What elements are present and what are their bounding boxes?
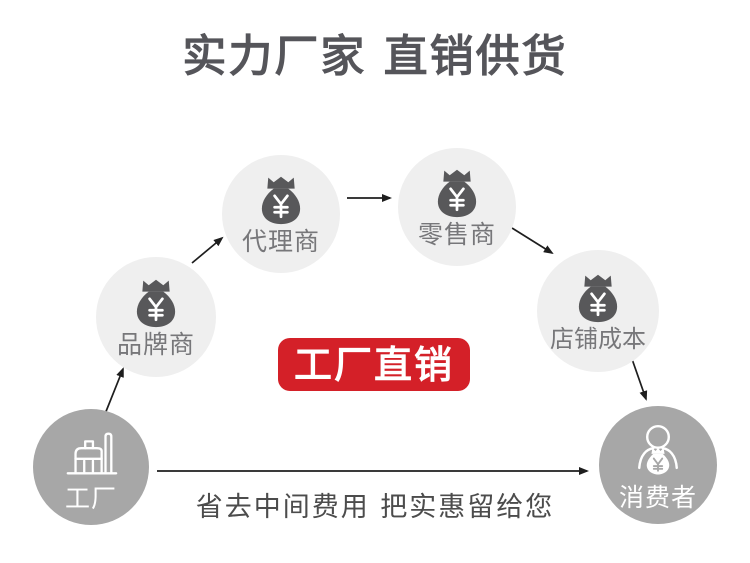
page-title: 实力厂家 直销供货 (182, 31, 568, 82)
node-store-cost: 店铺成本 (537, 250, 659, 372)
node-label: 零售商 (417, 220, 496, 249)
node-retailer: 零售商 (398, 148, 516, 266)
node-agent: 代理商 (222, 155, 340, 273)
node-brand-dealer: 品牌商 (96, 257, 216, 377)
arrow-factory-to-brand (104, 367, 124, 415)
node-label: 工厂 (64, 483, 117, 513)
factory-icon (66, 432, 118, 474)
node-label: 消费者 (618, 482, 697, 512)
money-bag-icon (136, 279, 176, 328)
node-label: 店铺成本 (550, 324, 646, 353)
consumer-icon (638, 424, 678, 474)
node-consumer: 消费者 (599, 406, 717, 524)
money-bag-icon (578, 274, 618, 322)
bottom-caption: 省去中间费用 把实惠留给您 (195, 492, 555, 523)
money-bag-icon (261, 176, 301, 225)
arrow-retailer-to-storecost (511, 227, 554, 255)
arrow-brand-to-agent (191, 236, 224, 264)
node-factory: 工厂 (33, 409, 149, 525)
node-label: 品牌商 (116, 330, 195, 359)
node-label: 代理商 (241, 227, 320, 256)
money-bag-icon (437, 169, 477, 218)
factory-direct-banner: 工厂直销 (278, 338, 470, 391)
arrow-storecost-to-consumer (631, 358, 648, 401)
